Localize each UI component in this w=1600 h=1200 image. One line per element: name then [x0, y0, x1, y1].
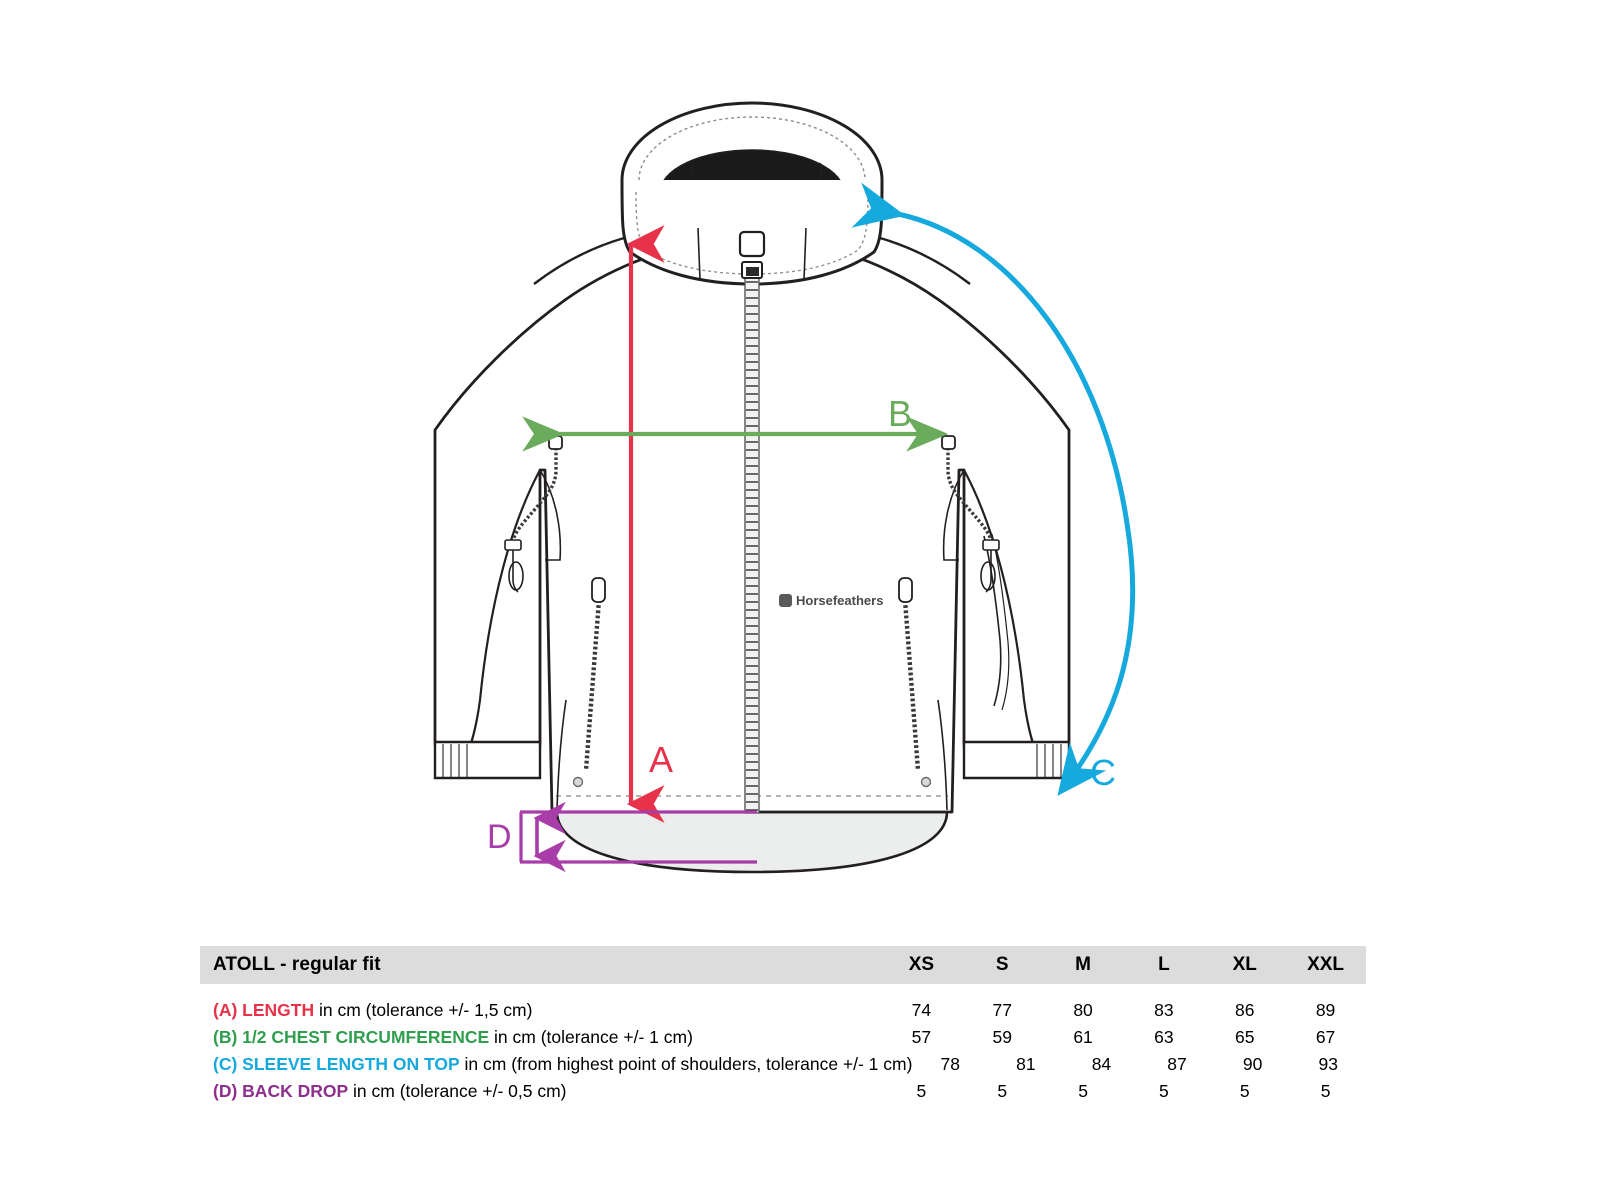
- cell-c-xxl: 93: [1318, 1054, 1338, 1074]
- measure-c-label: C: [1090, 752, 1116, 793]
- measure-c-sleeve: C: [851, 182, 1136, 796]
- cell-b-s: 59: [992, 1027, 1012, 1047]
- table-row: (A) LENGTH in cm (tolerance +/- 1,5 cm) …: [200, 1000, 1366, 1027]
- measure-d-backdrop: D: [487, 801, 757, 873]
- cell-d-m: 5: [1078, 1081, 1088, 1101]
- size-header-s: S: [995, 954, 1009, 975]
- cell-c-xs: 78: [940, 1054, 960, 1074]
- cell-a-xxl: 89: [1315, 1000, 1336, 1020]
- left-side-panel: [556, 699, 567, 811]
- jacket-body-group: Horsefeathers: [433, 101, 1071, 874]
- measure-row-label-c: (C) SLEEVE LENGTH ON TOP in cm (from hig…: [200, 1054, 912, 1075]
- measure-row-values-d: 5 5 5 5 5 5: [881, 1081, 1366, 1102]
- measure-row-values-a: 74 77 80 83 86 89: [881, 1000, 1366, 1021]
- zipper-pull-tab: [738, 230, 766, 258]
- table-row: (B) 1/2 CHEST CIRCUMFERENCE in cm (toler…: [200, 1027, 1366, 1054]
- left-shoulder-seam: [533, 236, 625, 285]
- table-body: (A) LENGTH in cm (tolerance +/- 1,5 cm) …: [200, 984, 1366, 1108]
- center-front-zipper: [738, 230, 766, 814]
- row-name-c: SLEEVE LENGTH ON TOP: [242, 1054, 460, 1074]
- left-cuff-ribbing: [442, 744, 468, 777]
- left-hand-pocket-zip: [583, 577, 606, 771]
- cell-a-xs: 74: [911, 1000, 932, 1020]
- row-name-a: LENGTH: [242, 1000, 315, 1020]
- jacket-technical-drawing: Horsefeathers: [433, 101, 1136, 874]
- size-header-xs: XS: [908, 954, 935, 975]
- cell-c-s: 81: [1016, 1054, 1036, 1074]
- row-rest-c: in cm (from highest point of shoulders, …: [459, 1054, 913, 1074]
- cell-d-l: 5: [1159, 1081, 1169, 1101]
- row-name-b: 1/2 CHEST CIRCUMFERENCE: [242, 1027, 490, 1047]
- measure-b-label: B: [888, 393, 912, 434]
- row-name-d: BACK DROP: [242, 1081, 349, 1101]
- measure-row-label-d: (D) BACK DROP in cm (tolerance +/- 0,5 c…: [200, 1081, 881, 1102]
- hood-panel-seam-left: [697, 227, 701, 281]
- cell-a-l: 83: [1154, 1000, 1174, 1020]
- row-rest-d: in cm (tolerance +/- 0,5 cm): [348, 1081, 567, 1101]
- cell-d-xl: 5: [1239, 1081, 1250, 1101]
- cell-c-m: 84: [1091, 1054, 1112, 1074]
- hood-panel-seam-right: [803, 227, 807, 281]
- left-hem-snap: [572, 776, 584, 788]
- cell-d-s: 5: [997, 1081, 1008, 1101]
- table-row: (D) BACK DROP in cm (tolerance +/- 0,5 c…: [200, 1081, 1366, 1108]
- cell-b-xl: 65: [1234, 1027, 1255, 1047]
- right-hem-snap: [920, 776, 932, 788]
- cell-b-m: 61: [1073, 1027, 1093, 1047]
- cell-d-xxl: 5: [1320, 1081, 1331, 1101]
- product-title: ATOLL - regular fit: [213, 954, 381, 975]
- logo-mark-icon: [779, 594, 792, 607]
- row-code-a: (A): [213, 1000, 238, 1020]
- size-header-xl: XL: [1232, 954, 1257, 975]
- cell-d-xs: 5: [916, 1081, 927, 1101]
- measure-d-label: D: [487, 818, 512, 856]
- measure-a-length: A: [626, 225, 673, 823]
- cell-b-xs: 57: [911, 1027, 932, 1047]
- size-header-l: L: [1158, 954, 1170, 975]
- cell-c-l: 87: [1167, 1054, 1187, 1074]
- logo-wordmark: Horsefeathers: [796, 593, 883, 608]
- table-header-row: ATOLL - regular fit XS S M L XL XXL: [200, 946, 1366, 984]
- cell-a-xl: 86: [1234, 1000, 1255, 1020]
- size-header-xxl: XXL: [1307, 954, 1345, 975]
- back-drop-shape: [555, 810, 949, 874]
- row-rest-b: in cm (tolerance +/- 1 cm): [489, 1027, 693, 1047]
- cell-a-s: 77: [992, 1000, 1012, 1020]
- size-header-m: M: [1075, 954, 1091, 975]
- row-code-b: (B): [213, 1027, 238, 1047]
- row-code-c: (C): [213, 1054, 238, 1074]
- measure-row-label-b: (B) 1/2 CHEST CIRCUMFERENCE in cm (toler…: [200, 1027, 881, 1048]
- measure-row-values-b: 57 59 61 63 65 67: [881, 1027, 1366, 1048]
- cell-b-xxl: 67: [1315, 1027, 1336, 1047]
- row-rest-a: in cm (tolerance +/- 1,5 cm): [314, 1000, 533, 1020]
- left-cuff: [433, 740, 542, 780]
- zipper-teeth: [746, 273, 758, 811]
- table-row: (C) SLEEVE LENGTH ON TOP in cm (from hig…: [200, 1054, 1366, 1081]
- size-table: ATOLL - regular fit XS S M L XL XXL (A) …: [200, 946, 1366, 1108]
- zipper-slider-body: [746, 267, 759, 276]
- cell-c-xl: 90: [1242, 1054, 1263, 1074]
- measure-row-values-c: 78 81 84 87 90 93: [912, 1054, 1366, 1075]
- zipper-tape: [744, 267, 760, 814]
- measure-row-label-a: (A) LENGTH in cm (tolerance +/- 1,5 cm): [200, 1000, 881, 1021]
- cell-a-m: 80: [1073, 1000, 1093, 1020]
- cell-b-l: 63: [1154, 1027, 1174, 1047]
- left-underarm-gusset: [539, 469, 562, 561]
- row-code-d: (D): [213, 1081, 238, 1101]
- measure-c-line: [851, 182, 1136, 796]
- size-header-cells: XS S M L XL XXL: [881, 954, 1366, 976]
- measure-a-label: A: [649, 739, 673, 780]
